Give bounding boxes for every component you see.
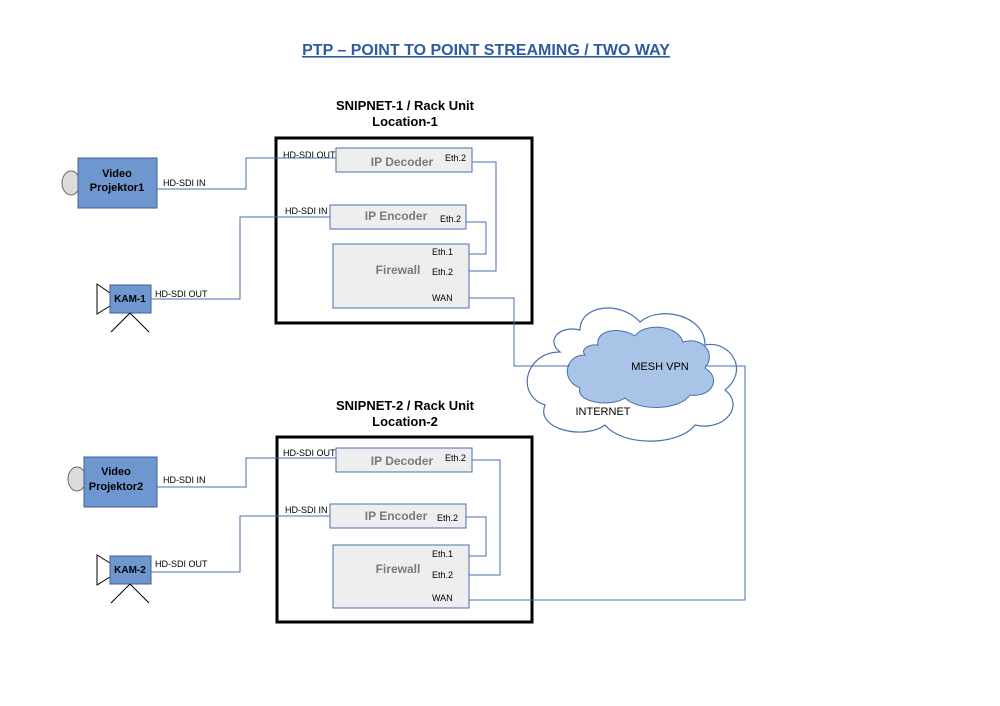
projector-1-line2: Projektor1: [90, 182, 144, 194]
projector-1-line1: Video: [102, 168, 132, 180]
firewall-2-eth2-label: Eth.2: [432, 570, 453, 580]
projector-2-lens-icon: [67, 466, 87, 492]
wire-decoder2-to-projector2: [157, 457, 336, 488]
page-title: PTP – POINT TO POINT STREAMING / TWO WAY: [302, 42, 670, 59]
kam-2-camera: [109, 555, 152, 585]
encoder-1-eth2-label: Eth.2: [440, 214, 461, 224]
firewall-1-eth1-label: Eth.1: [432, 247, 453, 257]
firewall-2-eth1-label: Eth.1: [432, 549, 453, 559]
ip-decoder-1: [335, 147, 473, 173]
firewall-1-wan-label: WAN: [432, 293, 453, 303]
wire-mesh-vpn-to-wan2: [469, 365, 746, 601]
firewall-2-wan-label: WAN: [432, 593, 453, 603]
camera-1-tripod-left: [110, 312, 131, 333]
wire-decoder1-to-firewall1: [469, 161, 497, 272]
projector-1-lens-icon: [61, 170, 81, 196]
firewall-2-label: Firewall: [376, 562, 421, 576]
projector-2-line1: Video: [101, 466, 131, 478]
video-projektor-1: [77, 157, 158, 209]
video-projektor-2: [83, 456, 158, 508]
internet-label: INTERNET: [576, 406, 631, 418]
firewall-1-eth2-label: Eth.2: [432, 267, 453, 277]
kam-1-hdsdi-out-label: HD-SDI OUT: [155, 289, 208, 299]
wire-wan1-to-mesh-vpn: [469, 297, 570, 367]
decoder-1-eth2-label: Eth.2: [445, 153, 466, 163]
snipnet-unit-2: SNIPNET-2 / Rack Unit Location-2 IP Deco…: [67, 398, 534, 624]
internet-cloud: MESH VPN INTERNET: [526, 307, 738, 442]
ip-decoder-2-label: IP Decoder: [371, 454, 434, 468]
snipnet-unit-1: SNIPNET-1 / Rack Unit Location-1 IP Deco…: [61, 98, 534, 333]
wire-decoder2-to-firewall2: [469, 459, 501, 576]
wire-encoder1-to-firewall1: [466, 221, 487, 255]
unit-2-location: Location-2: [372, 414, 438, 429]
unit-1-location: Location-1: [372, 114, 438, 129]
projector-1-hdsdi-in-label: HD-SDI IN: [163, 178, 206, 188]
kam-1-label: KAM-1: [114, 294, 146, 305]
wire-decoder1-to-projector1: [157, 157, 336, 190]
ip-encoder-2-label: IP Encoder: [365, 509, 428, 523]
firewall-1: [332, 243, 470, 309]
wire-kam2-to-encoder2: [151, 515, 330, 573]
firewall-2: [332, 544, 470, 609]
mesh-vpn-label: MESH VPN: [631, 361, 689, 373]
unit-2-name: SNIPNET-2 / Rack Unit: [336, 398, 475, 413]
projector-2-line2: Projektor2: [89, 481, 143, 493]
decoder-2-eth2-label: Eth.2: [445, 453, 466, 463]
projector-2-hdsdi-in-label: HD-SDI IN: [163, 475, 206, 485]
ip-encoder-1: [329, 204, 467, 230]
rack-unit-2-box: [275, 435, 534, 624]
kam-2-hdsdi-out-label: HD-SDI OUT: [155, 559, 208, 569]
encoder-2-hdsdi-in-label: HD-SDI IN: [285, 505, 328, 515]
encoder-1-hdsdi-in-label: HD-SDI IN: [285, 206, 328, 216]
kam-2-label: KAM-2: [114, 565, 146, 576]
camera-2-lens-icon: [96, 554, 111, 586]
camera-2-tripod-left: [110, 583, 131, 604]
decoder-2-hdsdi-out-label: HD-SDI OUT: [283, 448, 336, 458]
rack-unit-1-box: [274, 136, 534, 325]
ip-encoder-2: [329, 503, 467, 529]
camera-1-tripod-right: [129, 312, 150, 333]
wire-encoder2-to-firewall2: [466, 516, 487, 557]
encoder-2-eth2-label: Eth.2: [437, 513, 458, 523]
wire-kam1-to-encoder1: [151, 216, 330, 300]
firewall-1-label: Firewall: [376, 263, 421, 277]
unit-1-name: SNIPNET-1 / Rack Unit: [336, 98, 475, 113]
mesh-vpn-cloud-shape: [566, 326, 715, 408]
camera-2-tripod-right: [129, 583, 150, 604]
ip-encoder-1-label: IP Encoder: [365, 209, 428, 223]
ip-decoder-1-label: IP Decoder: [371, 155, 434, 169]
camera-1-lens-icon: [96, 283, 111, 315]
decoder-1-hdsdi-out-label: HD-SDI OUT: [283, 150, 336, 160]
